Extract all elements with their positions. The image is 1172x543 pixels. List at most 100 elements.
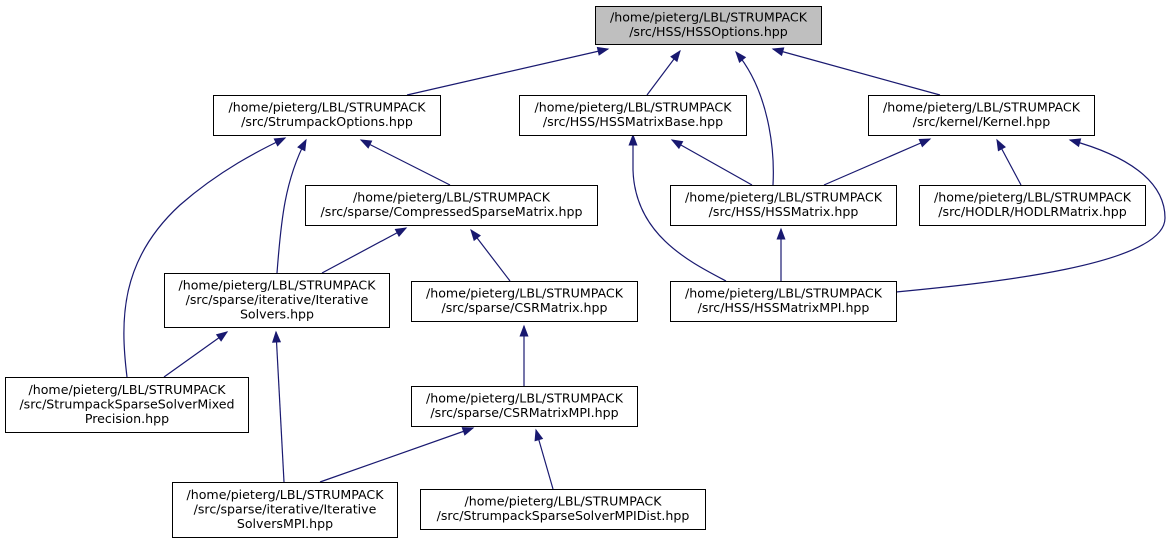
node-box (868, 95, 1095, 136)
arrowhead-icon (628, 133, 638, 146)
node-label-line: /home/pieterg/LBL/STRUMPACK (934, 190, 1132, 205)
node-label-line: /src/StrumpackSparseSolverMixed (19, 396, 234, 411)
node-box (411, 281, 638, 322)
node-box (305, 185, 598, 226)
node-box (5, 377, 249, 433)
arrowhead-icon (670, 49, 681, 63)
edge-line (360, 139, 451, 186)
arrowhead-icon (461, 427, 475, 436)
node-hssoptions: /home/pieterg/LBL/STRUMPACK/src/HSS/HSSO… (595, 6, 822, 45)
edge-kernel-to-hssoptions (771, 47, 941, 96)
node-strumpackoptions[interactable]: /home/pieterg/LBL/STRUMPACK/src/Strumpac… (213, 95, 441, 136)
node-label-line: /home/pieterg/LBL/STRUMPACK (179, 277, 377, 292)
node-sparsesolvermixed[interactable]: /home/pieterg/LBL/STRUMPACK/src/Strumpac… (5, 377, 249, 433)
node-label-line: Precision.hpp (85, 411, 169, 426)
node-sparsesolvermpidist[interactable]: /home/pieterg/LBL/STRUMPACK/src/Strumpac… (420, 489, 706, 530)
node-box (172, 482, 398, 538)
node-label-line: /src/sparse/CompressedSparseMatrix.hpp (321, 204, 583, 219)
edge-iterativesolvers-to-compressedsparsematrix (321, 227, 408, 274)
node-label-line: /src/sparse/CSRMatrix.hpp (441, 300, 607, 315)
node-box (595, 6, 822, 45)
node-box (670, 185, 897, 226)
node-label-line: /home/pieterg/LBL/STRUMPACK (426, 286, 624, 301)
edge-hodlrmatrix-to-kernel (996, 138, 1022, 186)
edge-hssmatrixmpi-to-kernel (895, 138, 1166, 293)
arrowhead-icon (394, 227, 408, 237)
node-iterativesolversmpi[interactable]: /home/pieterg/LBL/STRUMPACK/src/sparse/i… (172, 482, 398, 538)
node-hodlrmatrix[interactable]: /home/pieterg/LBL/STRUMPACK/src/HODLR/HO… (919, 185, 1146, 226)
node-label-line: /home/pieterg/LBL/STRUMPACK (535, 100, 733, 115)
edge-hssmatrix-to-hssoptions (735, 50, 774, 186)
node-hssmatrixmpi[interactable]: /home/pieterg/LBL/STRUMPACK/src/HSS/HSSM… (670, 281, 897, 322)
edge-compressedsparsematrix-to-strumpackoptions (359, 139, 451, 186)
node-label-line: /home/pieterg/LBL/STRUMPACK (685, 190, 883, 205)
edge-line (895, 139, 1166, 293)
node-kernel[interactable]: /home/pieterg/LBL/STRUMPACK/src/kernel/K… (868, 95, 1095, 136)
node-csrmatrix[interactable]: /home/pieterg/LBL/STRUMPACK/src/sparse/C… (411, 281, 638, 322)
edge-line (321, 227, 407, 274)
edge-line (406, 48, 609, 96)
edge-strumpackoptions-to-hssoptions (406, 46, 610, 96)
node-label-line: /src/HODLR/HODLRMatrix.hpp (938, 204, 1126, 219)
arrowhead-icon (470, 228, 481, 242)
arrowhead-icon (1068, 138, 1082, 148)
edge-line (772, 48, 941, 96)
node-label-line: /src/kernel/Kernel.hpp (913, 114, 1050, 129)
node-label-line: /src/sparse/CSRMatrixMPI.hpp (430, 405, 618, 420)
edge-iterativesolversmpi-to-csrmatrixmpi (319, 427, 475, 483)
edge-sparsesolvermpidist-to-csrmatrixmpi (534, 428, 554, 490)
node-box (420, 489, 706, 530)
node-label-line: /home/pieterg/LBL/STRUMPACK (685, 286, 883, 301)
edge-line (163, 331, 228, 378)
node-box (213, 95, 441, 136)
arrowhead-icon (918, 138, 932, 148)
node-label-line: /src/HSS/HSSOptions.hpp (629, 24, 788, 39)
node-hssmatrix[interactable]: /home/pieterg/LBL/STRUMPACK/src/HSS/HSSM… (670, 185, 897, 226)
node-label-line: /home/pieterg/LBL/STRUMPACK (465, 494, 663, 509)
node-label-line: /src/HSS/HSSMatrixMPI.hpp (698, 300, 870, 315)
node-label-line: /src/HSS/HSSMatrixBase.hpp (543, 114, 723, 129)
edge-hssmatrixmpi-to-hssmatrixbase (628, 133, 727, 282)
edge-csrmatrix-to-compressedsparsematrix (470, 228, 511, 282)
arrowhead-icon (297, 138, 307, 152)
arrowhead-icon (996, 138, 1006, 152)
arrowhead-icon (272, 330, 282, 343)
node-label-line: /home/pieterg/LBL/STRUMPACK (187, 487, 385, 502)
node-iterativesolvers[interactable]: /home/pieterg/LBL/STRUMPACK/src/sparse/i… (164, 273, 390, 328)
node-compressedsparsematrix[interactable]: /home/pieterg/LBL/STRUMPACK/src/sparse/C… (305, 185, 598, 226)
edge-line (276, 139, 307, 274)
edge-sparsesolvermixed-to-strumpackoptions (123, 137, 287, 378)
edges-layer (123, 46, 1166, 490)
node-csrmatrixmpi[interactable]: /home/pieterg/LBL/STRUMPACK/src/sparse/C… (411, 386, 638, 427)
edge-hssmatrixbase-to-hssoptions (646, 49, 681, 96)
node-box (164, 273, 390, 328)
node-label-line: /home/pieterg/LBL/STRUMPACK (353, 190, 551, 205)
node-label-line: /src/StrumpackSparseSolverMPIDist.hpp (437, 508, 690, 523)
node-label-line: /src/HSS/HSSMatrix.hpp (709, 204, 859, 219)
edge-hssmatrixmpi-to-hssmatrix (776, 227, 786, 281)
arrowhead-icon (273, 137, 287, 147)
node-box (519, 95, 747, 136)
node-hssmatrixbase[interactable]: /home/pieterg/LBL/STRUMPACK/src/HSS/HSSM… (519, 95, 747, 136)
node-box (919, 185, 1146, 226)
edge-line (735, 51, 774, 186)
edge-line (823, 138, 931, 186)
arrowhead-icon (771, 47, 785, 57)
edge-iterativesolvers-to-strumpackoptions (276, 138, 307, 274)
arrowhead-icon (670, 139, 684, 150)
edge-hssmatrix-to-kernel (823, 138, 932, 186)
edge-line (671, 139, 753, 186)
node-label-line: /src/sparse/iterative/Iterative (194, 501, 377, 516)
node-label-line: /home/pieterg/LBL/STRUMPACK (883, 100, 1081, 115)
arrowhead-icon (596, 46, 610, 56)
node-label-line: /src/sparse/iterative/Iterative (186, 292, 369, 307)
node-label-line: Solvers.hpp (240, 306, 314, 321)
node-box (411, 386, 638, 427)
edge-csrmatrixmpi-to-csrmatrix (519, 324, 529, 386)
arrowhead-icon (519, 324, 529, 337)
edge-line (123, 137, 286, 378)
arrowhead-icon (534, 428, 544, 442)
node-box (670, 281, 897, 322)
arrowhead-icon (215, 331, 229, 342)
node-label-line: /src/StrumpackOptions.hpp (241, 114, 413, 129)
